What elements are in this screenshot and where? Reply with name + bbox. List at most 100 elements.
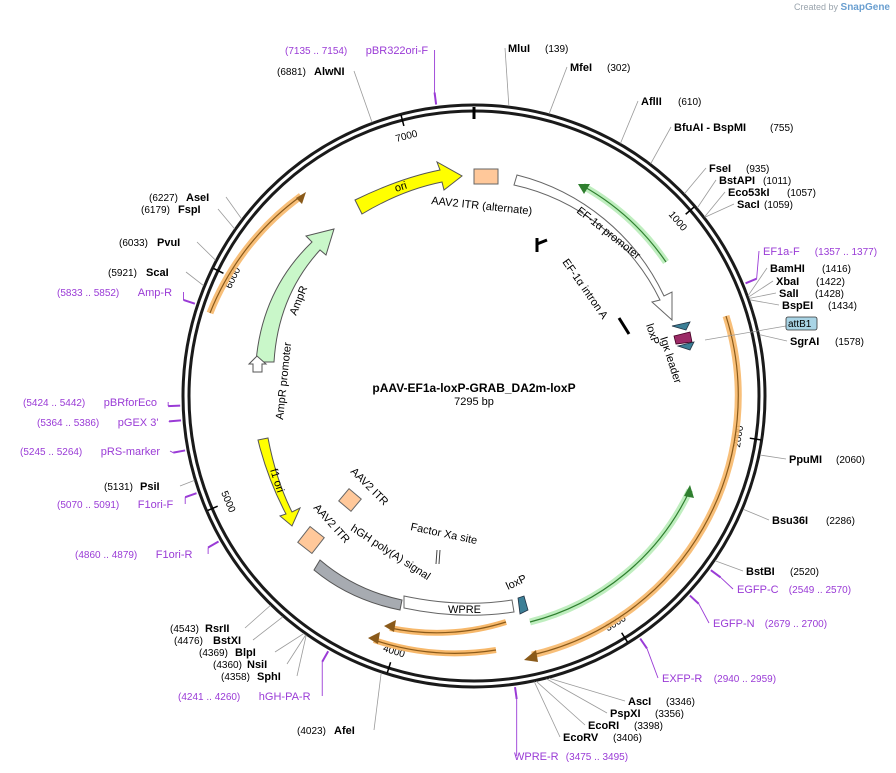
restriction-site-position: (4358) xyxy=(221,672,250,683)
itr-alternate-label: AAV2 ITR (alternate) xyxy=(431,195,533,218)
primer-position: (5245 .. 5264) xyxy=(20,447,82,458)
primer-name: EF1a-F xyxy=(763,246,800,258)
tick-label: 7000 xyxy=(395,129,420,145)
restriction-site-position: (5921) xyxy=(108,268,137,279)
restriction-site-name: ScaI xyxy=(146,267,169,279)
ampr-feature: AmpR xyxy=(255,228,335,363)
brand-prefix: Created by xyxy=(793,2,839,12)
restriction-site-name: MfeI xyxy=(570,62,592,74)
wpre-label: WPRE xyxy=(448,604,481,616)
restriction-site-position: (4543) xyxy=(170,624,199,635)
restriction-site-name: FspI xyxy=(178,204,201,216)
site-leader-line xyxy=(548,677,626,702)
restriction-site-position: (1434) xyxy=(828,301,857,312)
primer-name: EGFP-N xyxy=(713,618,755,630)
restriction-site-name: NsiI xyxy=(247,659,267,671)
restriction-site-position: (2520) xyxy=(790,567,819,578)
site-leader-line xyxy=(217,208,235,230)
primer-name: F1ori-R xyxy=(156,549,193,561)
primer-name: EXFP-R xyxy=(662,673,702,685)
site-leader-line xyxy=(743,508,770,521)
restriction-site-name: SacI xyxy=(737,199,760,211)
primer-site-mark xyxy=(639,637,648,649)
restriction-site-position: (6179) xyxy=(141,205,170,216)
restriction-site-position: (1059) xyxy=(764,200,793,211)
plasmid-title: pAAV-EF1a-loxP-GRAB_DA2m-loxP xyxy=(372,381,575,395)
primer-site-mark xyxy=(207,540,220,549)
restriction-site-name: PvuI xyxy=(157,237,180,249)
factor-xa-feature: Factor Xa site xyxy=(409,521,478,565)
site-leader-line xyxy=(704,191,726,218)
site-leader-line xyxy=(185,271,204,287)
restriction-site-position: (4023) xyxy=(297,726,326,737)
restriction-site-position: (3356) xyxy=(655,709,684,720)
restriction-site-name: PsiI xyxy=(140,481,160,493)
site-leader-line xyxy=(747,267,768,296)
primer-name: F1ori-F xyxy=(138,499,174,511)
restriction-site-position: (3398) xyxy=(634,721,663,732)
primer-position: (1357 .. 1377) xyxy=(815,247,877,258)
primer-position: (7135 .. 7154) xyxy=(285,46,347,57)
restriction-site-name: XbaI xyxy=(776,276,799,288)
itr-inner-feature: AAV2 ITR xyxy=(338,466,390,512)
attb1-feature: attB1 xyxy=(704,316,818,341)
primer-site-mark xyxy=(321,650,330,663)
restriction-site-name: BamHI xyxy=(770,263,805,275)
primer-position: (5424 .. 5442) xyxy=(23,398,85,409)
site-leader-line xyxy=(546,678,608,714)
tick-mark xyxy=(685,206,695,215)
restriction-site-name: BstBI xyxy=(746,566,775,578)
primer-site-mark xyxy=(433,92,438,105)
restriction-site-position: (6033) xyxy=(119,238,148,249)
restriction-site-position: (4476) xyxy=(174,636,203,647)
primer-position: (5833 .. 5852) xyxy=(57,288,119,299)
snapgene-watermark: Created by SnapGene xyxy=(794,2,890,13)
f1-ori-feature: f1 ori xyxy=(257,437,302,527)
restriction-site-position: (6881) xyxy=(277,67,306,78)
restriction-site-name: MluI xyxy=(508,43,530,55)
restriction-site-position: (1416) xyxy=(822,264,851,275)
primer-position: (2679 .. 2700) xyxy=(765,619,827,630)
tick-mark xyxy=(621,632,629,643)
primer-position: (5364 .. 5386) xyxy=(37,418,99,429)
primer-site-mark xyxy=(168,419,182,423)
site-leader-line xyxy=(196,241,216,261)
primer-position: (2940 .. 2959) xyxy=(714,674,776,685)
restriction-site-name: AlwNI xyxy=(314,66,345,78)
primer-name: pGEX 3' xyxy=(118,417,159,429)
restriction-site-name: PspXI xyxy=(610,708,641,720)
restriction-site-position: (2286) xyxy=(826,516,855,527)
tick-mark xyxy=(386,662,392,673)
ef1a-intron-feature: EF-1α intron A xyxy=(535,238,631,335)
orf-track-bottom-inner-2 xyxy=(368,632,497,657)
site-leader-line xyxy=(244,605,271,629)
site-leader-line xyxy=(536,680,586,726)
restriction-site-name: AflII xyxy=(641,96,662,108)
restriction-site-name: SphI xyxy=(257,671,281,683)
site-leader-line xyxy=(533,681,561,738)
site-leader-line xyxy=(225,196,243,220)
primer-position: (2549 .. 2570) xyxy=(789,585,851,596)
restriction-site-name: SalI xyxy=(779,288,799,300)
primer-position: (4241 .. 4260) xyxy=(178,692,240,703)
tick-mark xyxy=(749,437,761,441)
restriction-site-position: (1011) xyxy=(763,176,791,187)
site-leader-line xyxy=(684,167,707,194)
ef1a-promoter-label: EF-1α promoter xyxy=(574,205,643,262)
restriction-site-position: (755) xyxy=(770,123,793,134)
site-leader-line xyxy=(504,47,510,107)
brand-name: SnapGene xyxy=(840,2,890,13)
site-leader-line xyxy=(749,299,780,306)
backbone-outer-ring xyxy=(181,103,767,689)
primer-position: (3475 .. 3495) xyxy=(566,752,628,763)
restriction-site-group: MluI(139)MfeI(302)AflII(610)BfuAI - BspM… xyxy=(104,43,865,744)
primer-position: (4860 .. 4879) xyxy=(75,550,137,561)
site-leader-line xyxy=(620,100,639,144)
primer-leader-line xyxy=(698,603,710,624)
loxp-igk-cluster: loxP Igκ leader xyxy=(643,321,695,385)
ori-label: ori xyxy=(393,180,408,195)
restriction-site-name: Bsu36I xyxy=(772,515,808,527)
site-leader-line xyxy=(650,126,672,164)
itr-outer-feature: AAV2 ITR xyxy=(297,502,352,555)
